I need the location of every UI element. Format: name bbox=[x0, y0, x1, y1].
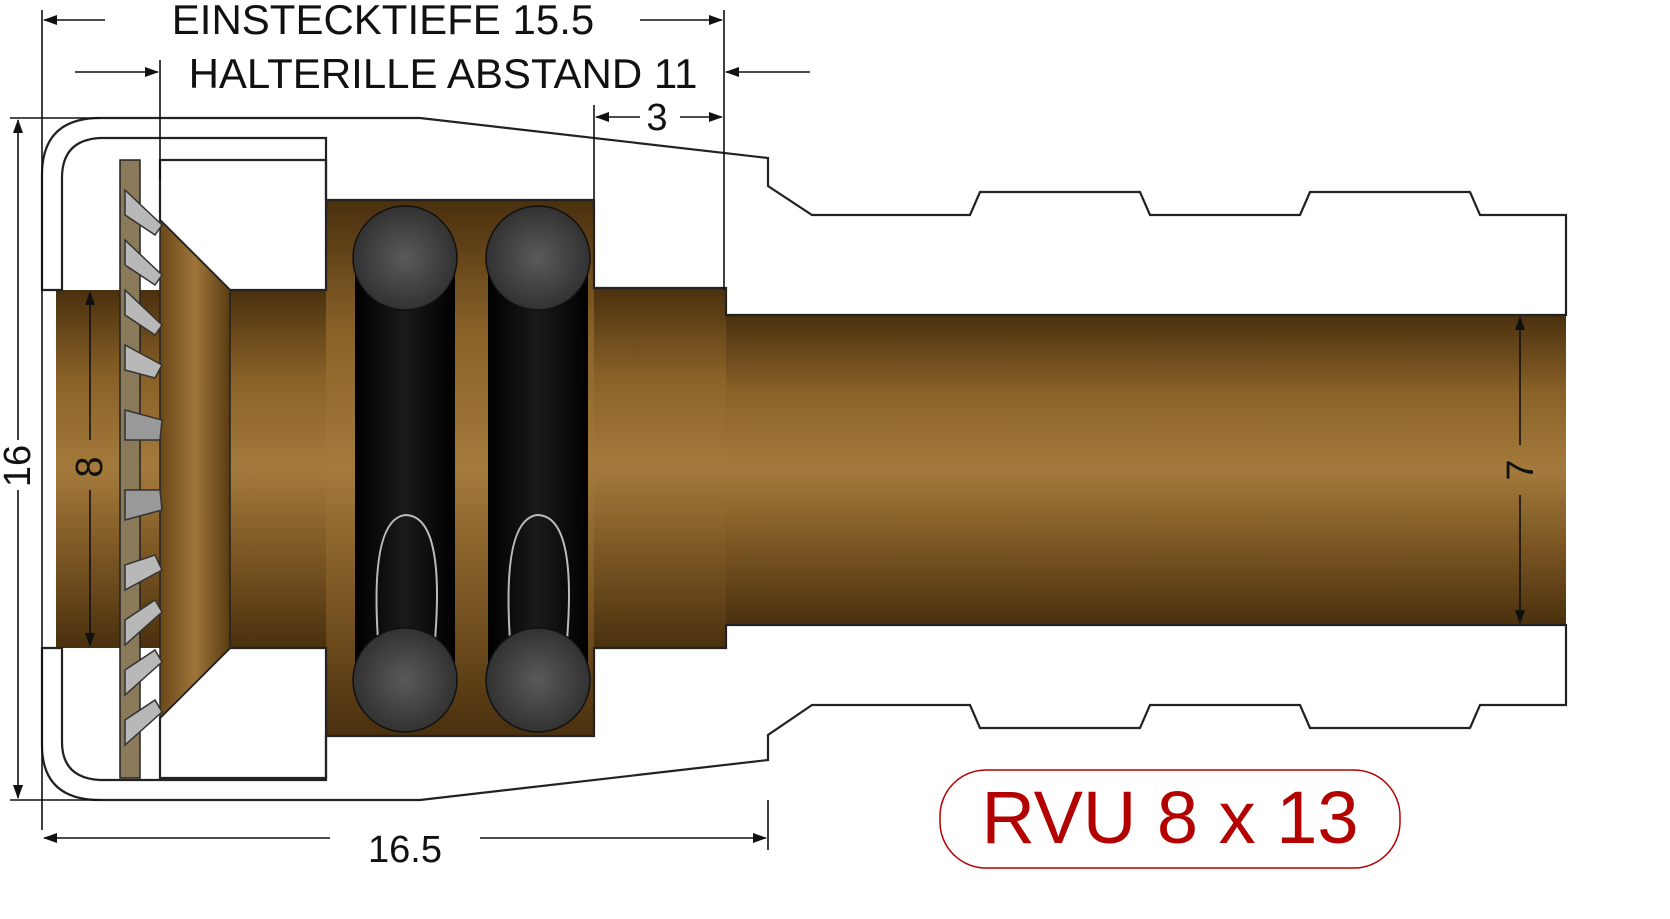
dim-length-label: 16.5 bbox=[368, 829, 442, 871]
part-label: RVU 8 x 13 bbox=[981, 776, 1358, 859]
oring-lower-right bbox=[485, 627, 591, 733]
oring-chamber-left bbox=[355, 270, 455, 670]
bore-right bbox=[726, 315, 1566, 625]
oring-lower-left bbox=[352, 627, 458, 733]
extension-lines bbox=[10, 10, 769, 850]
dim-insertion-depth-label: EINSTECKTIEFE 15.5 bbox=[172, 0, 594, 43]
oring-highlight-right bbox=[507, 513, 570, 641]
body-upper-section bbox=[40, 116, 1568, 317]
oring-chamber-right bbox=[488, 270, 588, 670]
bore-step bbox=[594, 288, 726, 648]
oring-upper-left bbox=[352, 205, 458, 311]
body-lower-section bbox=[40, 623, 1568, 802]
dim-inner-left-label: 8 bbox=[69, 456, 111, 477]
oring-highlight-left bbox=[375, 513, 438, 641]
collet-cone-upper bbox=[158, 158, 328, 292]
part-label-frame bbox=[939, 769, 1401, 869]
dim-groove-distance-label: HALTERILLE ABSTAND 11 bbox=[189, 50, 698, 97]
dim-inner-right-label: 7 bbox=[1500, 459, 1542, 480]
collet-bore bbox=[159, 218, 231, 720]
dim-outer-diameter-label: 16 bbox=[0, 445, 39, 487]
oring-upper-right bbox=[485, 205, 591, 311]
retaining-claw bbox=[119, 159, 164, 779]
dim-offset-label: 3 bbox=[646, 97, 667, 139]
collet-cone-lower bbox=[158, 646, 328, 780]
